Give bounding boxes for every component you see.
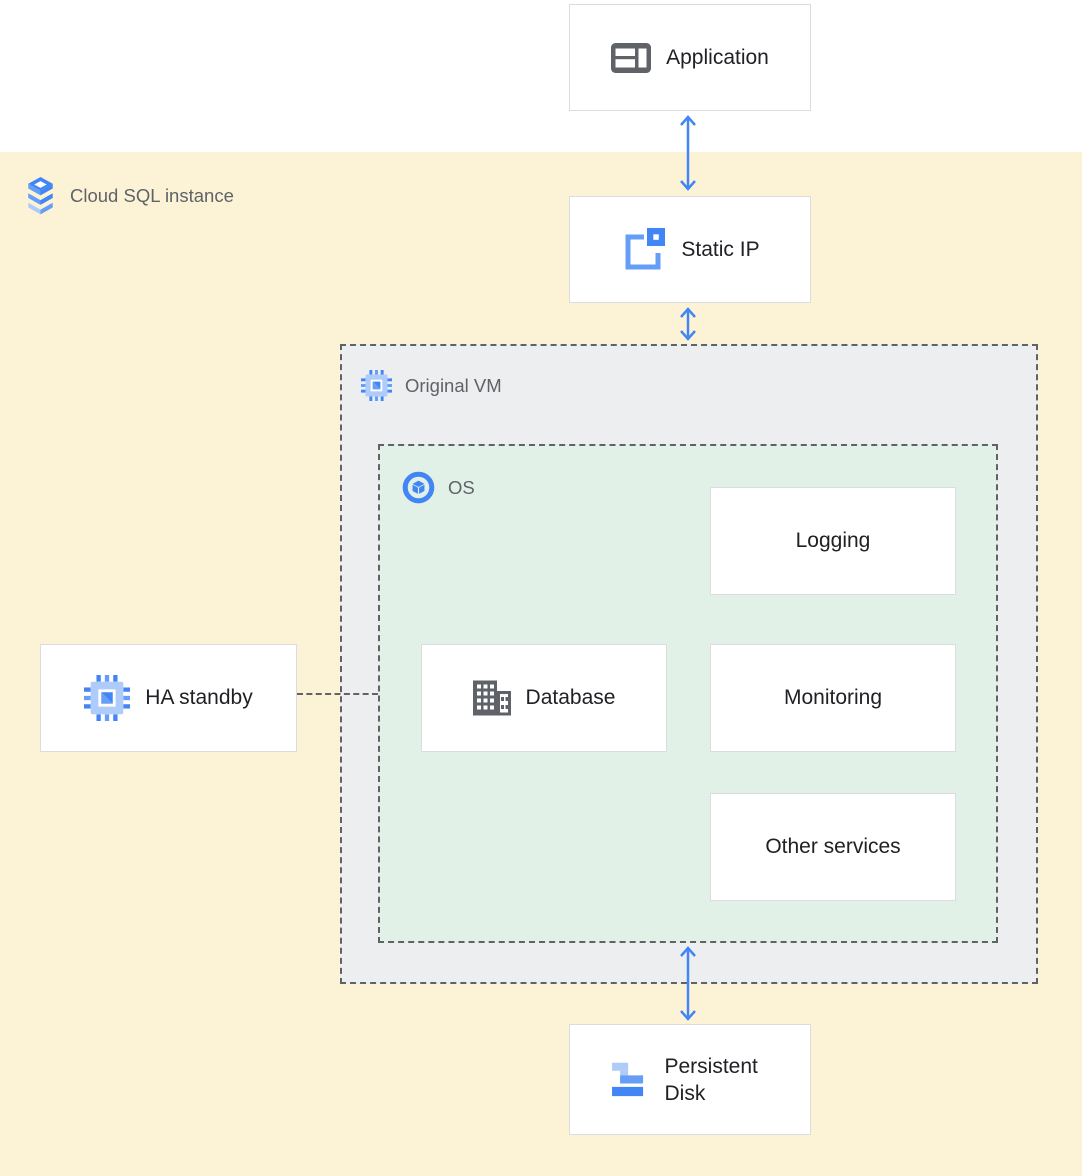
logging-label: Logging [795, 529, 871, 552]
os-circle-cube-icon [402, 471, 435, 504]
os-zone-label-text: OS [448, 476, 475, 498]
other-services-node: Other services [710, 793, 956, 901]
arrow-application-staticip [680, 115, 696, 191]
monitoring-label: Monitoring [783, 686, 883, 709]
static-ip-label: Static IP [681, 237, 760, 261]
compute-engine-chip-icon [84, 675, 131, 721]
application-label: Application [666, 45, 769, 69]
arrow-os-disk [680, 946, 696, 1021]
static-ip-icon [620, 227, 666, 273]
static-ip-node: Static IP [569, 196, 811, 303]
persistent-disk-icon [604, 1057, 650, 1103]
ha-standby-node: HA standby [40, 644, 297, 752]
persistent-disk-label: Persistent Disk [664, 1054, 758, 1105]
application-node: Application [569, 4, 811, 111]
arrow-staticip-vm [680, 307, 696, 341]
persistent-disk-node: Persistent Disk [569, 1024, 811, 1135]
original-vm-zone-label: Original VM [361, 370, 502, 401]
other-services-label: Other services [765, 835, 901, 858]
database-node: Database [421, 644, 667, 752]
os-zone-label: OS [402, 471, 475, 504]
application-window-icon [611, 42, 652, 73]
monitoring-node: Monitoring [710, 644, 956, 752]
ha-standby-dashed-link [297, 693, 378, 695]
ha-standby-label: HA standby [145, 686, 253, 709]
cloud-sql-zone-label: Cloud SQL instance [24, 177, 234, 215]
database-label: Database [525, 686, 616, 709]
cloud-sql-stack-icon [24, 177, 57, 215]
database-building-icon [472, 680, 511, 716]
original-vm-zone-label-text: Original VM [405, 374, 502, 396]
compute-engine-chip-icon [361, 370, 392, 401]
logging-node: Logging [710, 487, 956, 595]
cloud-sql-zone-label-text: Cloud SQL instance [70, 185, 234, 206]
